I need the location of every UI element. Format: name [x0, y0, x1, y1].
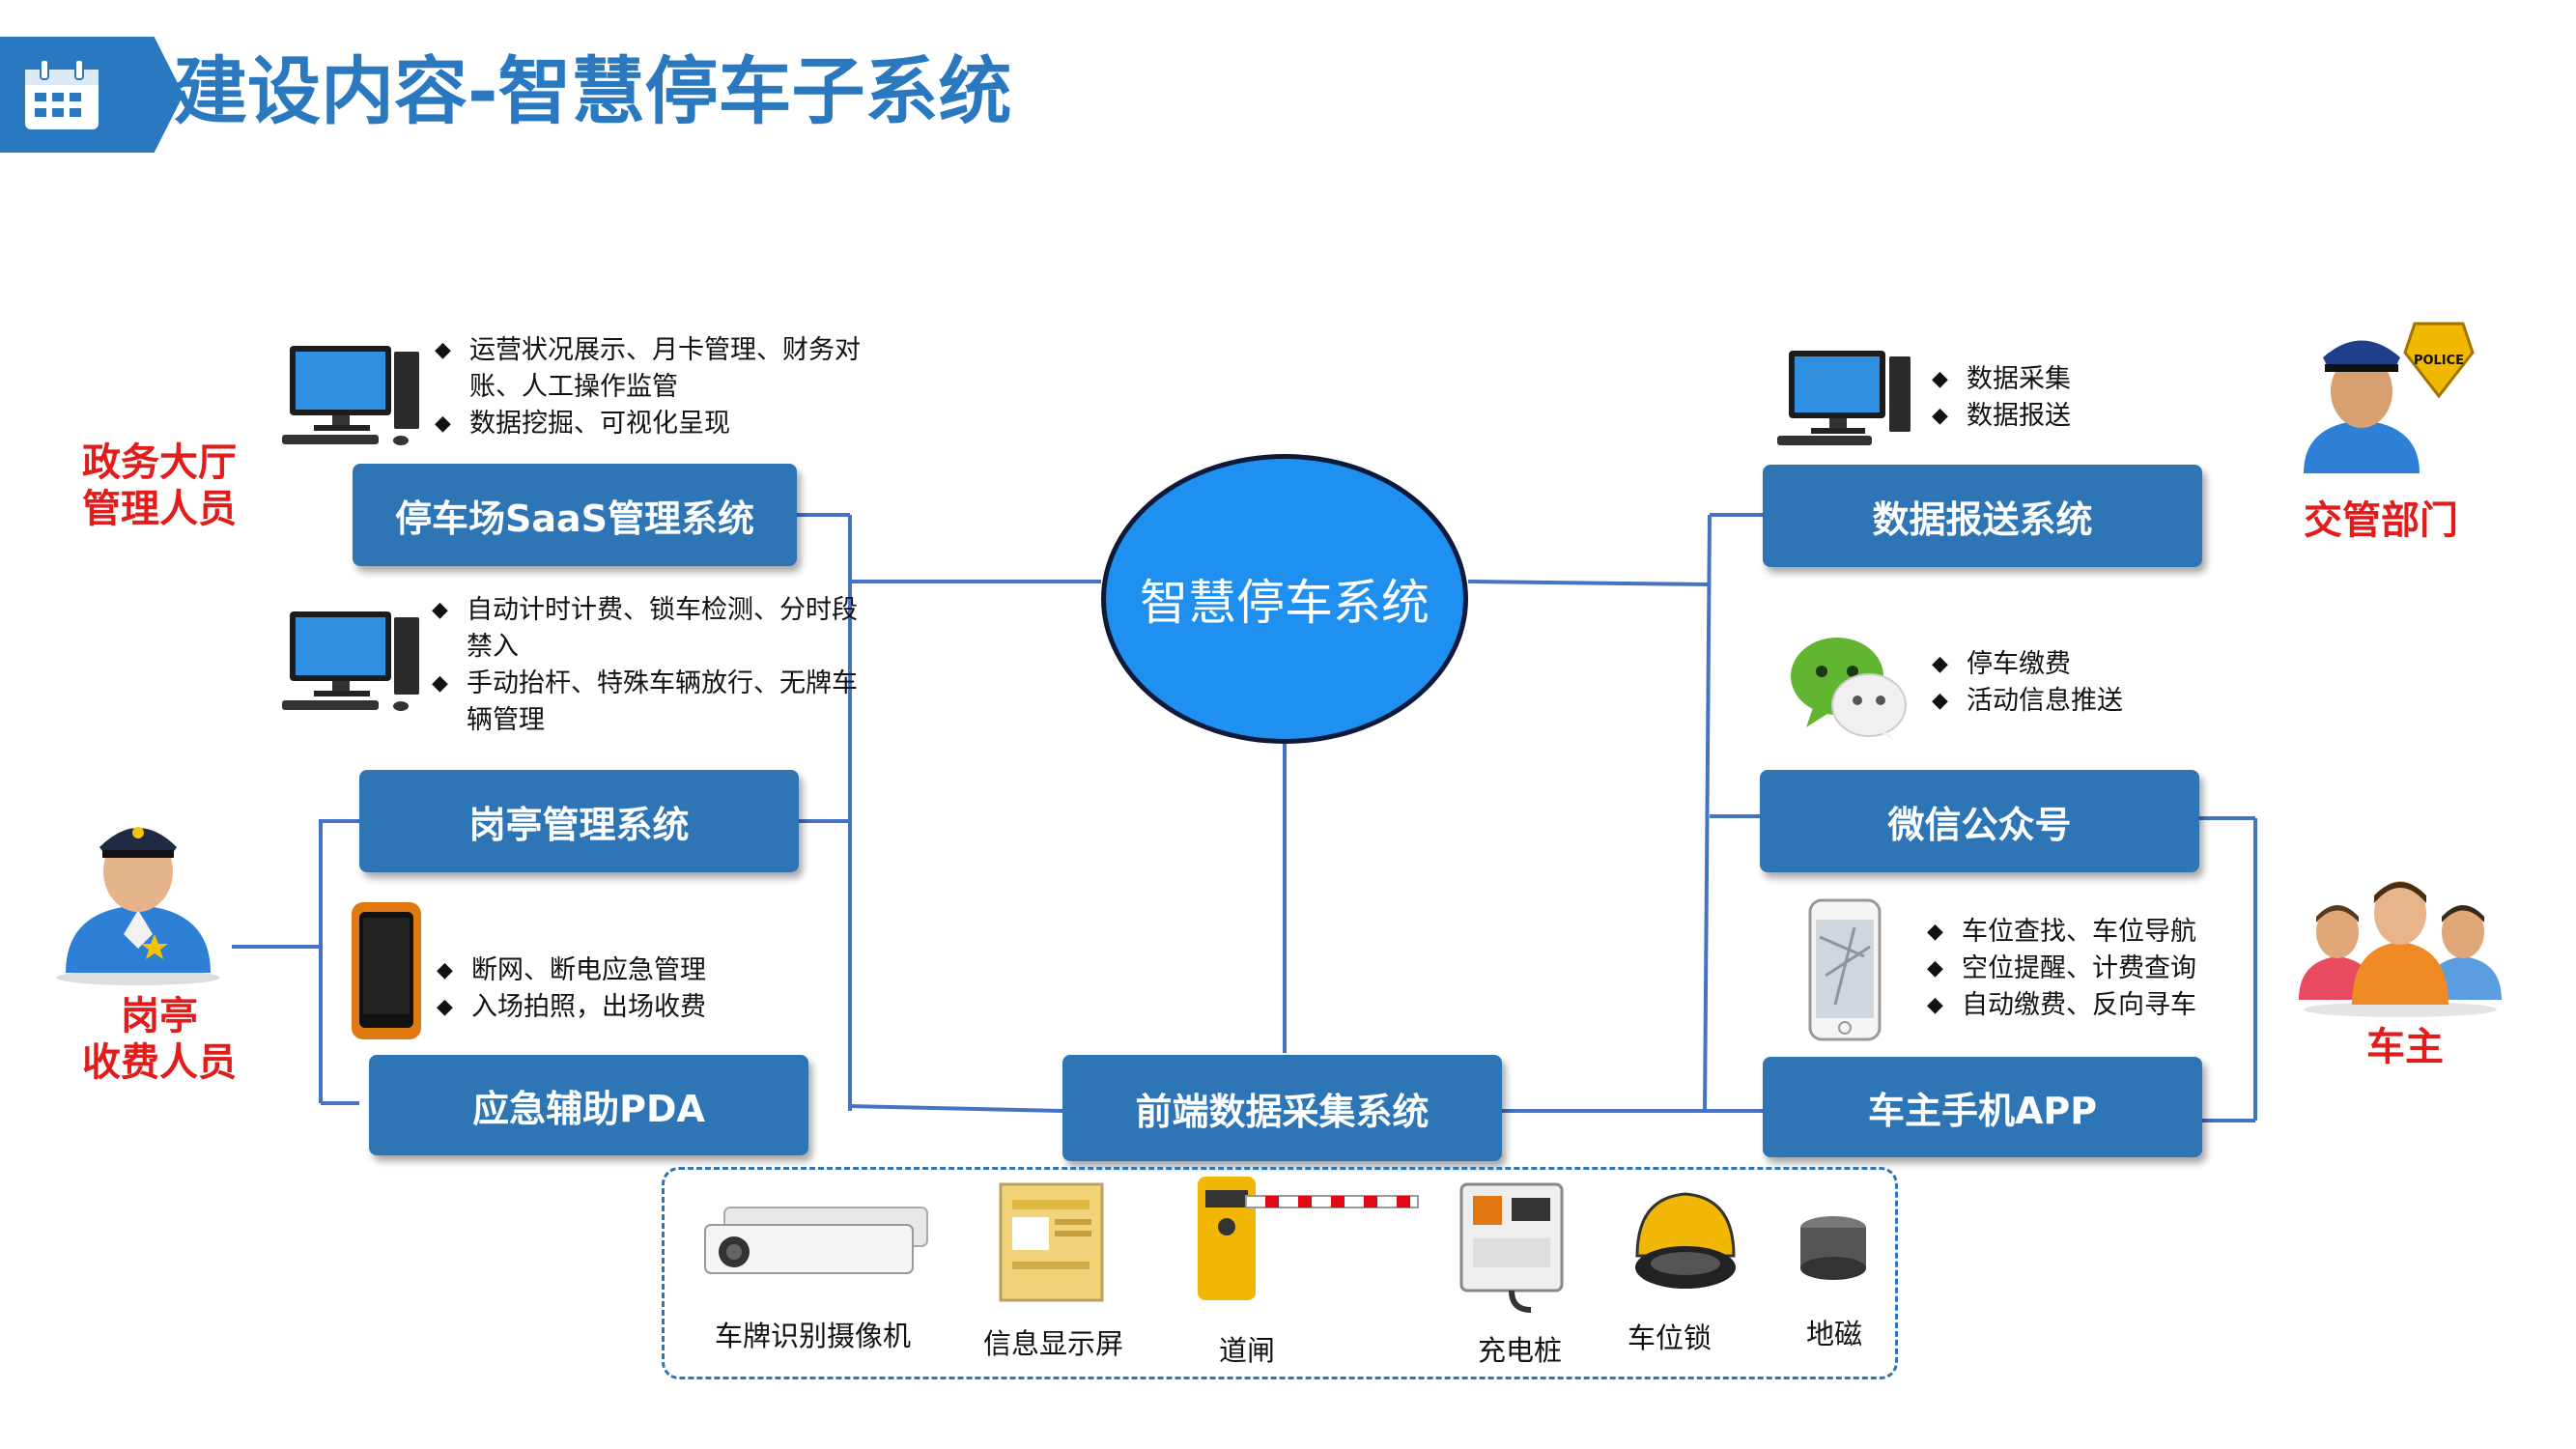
report-system-box[interactable]: 数据报送系统 [1763, 465, 2202, 567]
device-label: 车位锁 [1628, 1321, 1713, 1354]
wechat-bullets: 停车缴费 活动信息推送 [1932, 646, 2222, 720]
phone-icon [1808, 898, 1882, 1041]
center-label: 智慧停车系统 [1140, 575, 1430, 631]
bullet-item: 数据挖掘、可视化呈现 [435, 406, 879, 442]
bullet-item: 自动计时计费、锁车检测、分时段 [432, 592, 876, 629]
pda-bullets: 断网、断电应急管理 入场拍照，出场收费 [437, 952, 804, 1026]
camera-icon [704, 1207, 928, 1274]
bullet-item: 账、人工操作监管 [469, 372, 678, 402]
device-label: 道闸 [1219, 1334, 1276, 1367]
computer-icon [282, 611, 419, 711]
pda-device-icon [352, 902, 421, 1039]
bullet-item: 停车缴费 [1932, 646, 2222, 683]
saas-bullets: 运营状况展示、月卡管理、财务对 账、人工操作监管 数据挖掘、可视化呈现 [435, 332, 879, 442]
report-label: 数据报送系统 [1872, 497, 2093, 541]
booth-system-box[interactable]: 岗亭管理系统 [359, 770, 799, 872]
bullet-item: 活动信息推送 [1932, 683, 2222, 720]
page-title: 建设内容-智慧停车子系统 [174, 48, 1012, 134]
booth-bullets: 自动计时计费、锁车检测、分时段 禁入 手动抬杆、特殊车辆放行、无牌车 辆管理 [432, 592, 876, 739]
wechat-label: 微信公众号 [1887, 803, 2072, 846]
bullet-item: 车位查找、车位导航 [1927, 914, 2236, 951]
bullet-item: 辆管理 [467, 705, 545, 735]
app-box[interactable]: 车主手机APP [1763, 1057, 2202, 1157]
police-badge-text: POLICE [2414, 354, 2464, 368]
booth-staff-text: 岗亭 收费人员 [82, 994, 237, 1085]
frontend-label: 前端数据采集系统 [1135, 1090, 1430, 1133]
pda-system-box[interactable]: 应急辅助PDA [369, 1055, 808, 1155]
smart-parking-center: 智慧停车系统 [1101, 454, 1468, 744]
bullet-item: 手动抬杆、特殊车辆放行、无牌车 [432, 666, 876, 702]
booth-staff-label: 岗亭 收费人员 [68, 993, 251, 1086]
car-owner-label: 车主 [2366, 1025, 2444, 1069]
parking-lock-icon [1635, 1192, 1736, 1289]
wechat-box[interactable]: 微信公众号 [1760, 770, 2199, 872]
charging-pile-icon [1459, 1182, 1564, 1313]
wechat-icon [1791, 638, 1907, 741]
pda-label: 应急辅助PDA [472, 1087, 705, 1130]
bullet-item: 运营状况展示、月卡管理、财务对 [435, 332, 879, 369]
display-screen-icon [999, 1182, 1104, 1302]
computer-icon [282, 346, 419, 445]
bullet-item: 自动缴费、反向寻车 [1927, 987, 2236, 1024]
saas-label: 停车场SaaS管理系统 [394, 497, 755, 540]
booth-staff-icon [56, 827, 220, 985]
booth-label: 岗亭管理系统 [468, 803, 690, 846]
report-bullets: 数据采集 数据报送 [1932, 361, 2222, 435]
gov-staff-label: 政务大厅 管理人员 [68, 440, 251, 532]
device-label: 地磁 [1806, 1318, 1863, 1350]
traffic-police-icon: POLICE [2304, 322, 2475, 473]
geomagnetic-sensor-icon [1800, 1216, 1866, 1280]
app-label: 车主手机APP [1867, 1089, 2098, 1132]
bullet-item: 数据采集 [1932, 361, 2222, 398]
saas-system-box[interactable]: 停车场SaaS管理系统 [353, 464, 797, 566]
device-label: 充电桩 [1478, 1334, 1563, 1367]
bullet-item: 断网、断电应急管理 [437, 952, 804, 989]
bullet-item: 数据报送 [1932, 398, 2222, 435]
computer-icon [1777, 351, 1911, 445]
barrier-gate-icon [1198, 1177, 1419, 1300]
app-bullets: 车位查找、车位导航 空位提醒、计费查询 自动缴费、反向寻车 [1927, 914, 2236, 1024]
traffic-dept-label: 交管部门 [2304, 498, 2458, 543]
device-group [662, 1167, 1898, 1379]
frontend-system-box[interactable]: 前端数据采集系统 [1062, 1055, 1502, 1161]
device-label: 信息显示屏 [983, 1327, 1124, 1360]
car-owners-icon [2299, 881, 2502, 1017]
bullet-item: 入场拍照，出场收费 [437, 989, 804, 1026]
calendar-icon [25, 59, 99, 129]
bullet-item: 空位提醒、计费查询 [1927, 951, 2236, 987]
gov-staff-text: 政务大厅 管理人员 [82, 440, 237, 531]
device-label: 车牌识别摄像机 [715, 1320, 912, 1352]
bullet-item: 禁入 [467, 632, 519, 662]
